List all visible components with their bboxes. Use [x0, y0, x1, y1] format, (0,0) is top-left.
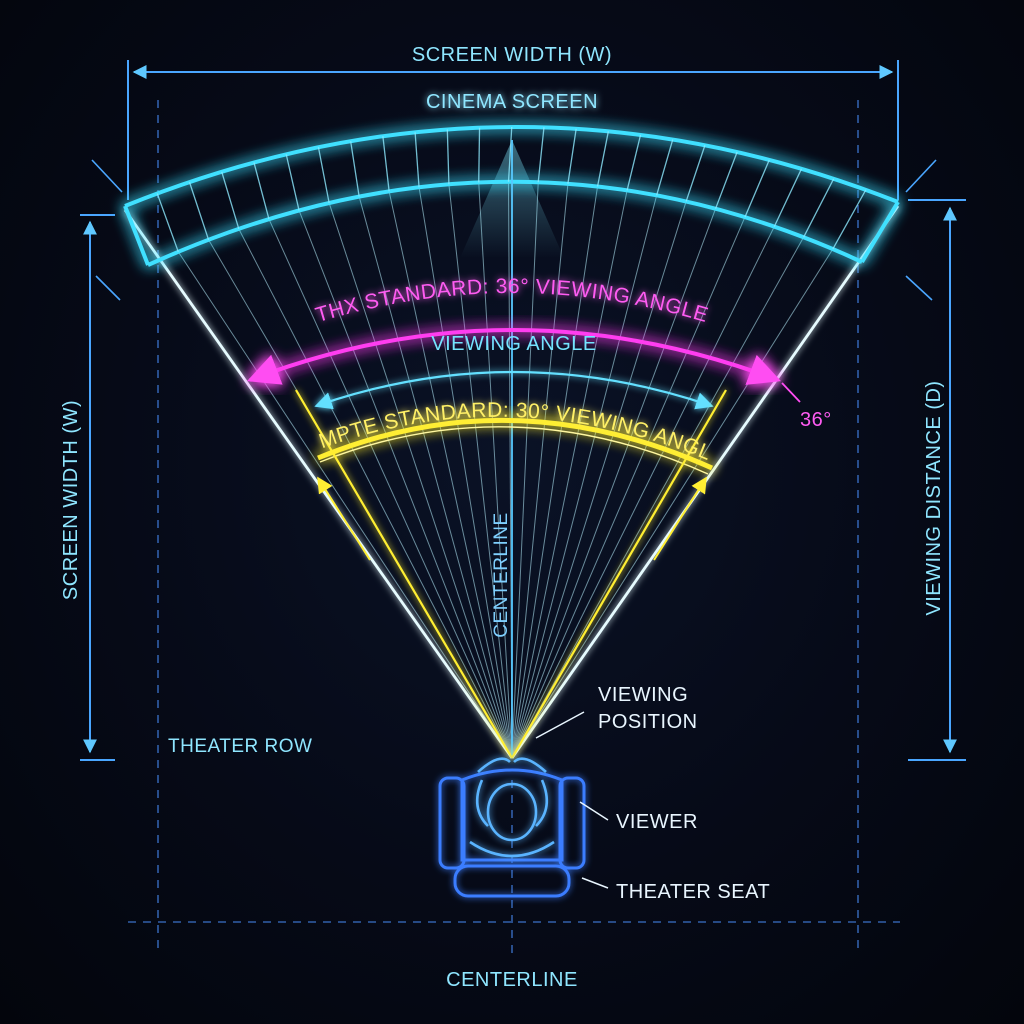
screen-rib — [685, 145, 706, 202]
theater-seat-label: THEATER SEAT — [616, 881, 770, 903]
smpte-cone-lines — [295, 389, 727, 759]
angle-36-leader — [781, 382, 801, 403]
fan-ray — [478, 182, 513, 759]
screen-rib — [156, 193, 179, 253]
screen-rib — [382, 136, 390, 192]
fan-ray — [511, 201, 687, 759]
screen-rib — [478, 127, 481, 183]
screen-rib — [317, 147, 330, 204]
fan-ray — [358, 196, 513, 759]
fan-ray — [328, 202, 513, 759]
screen-width-top-label: SCREEN WIDTH (W) — [412, 44, 612, 66]
screen-rib — [414, 132, 420, 188]
corner-ticks — [91, 159, 937, 301]
fan-ray — [418, 187, 513, 759]
screen-rib — [656, 139, 674, 196]
angle-36-label: 36° — [800, 409, 832, 431]
dashed-guides — [128, 100, 900, 955]
fan-ray — [177, 251, 513, 759]
smpte-angle-band-inner — [319, 426, 709, 475]
screen-rib — [507, 126, 513, 182]
smpte-standard-label: SMPTE STANDARD: 30° VIEWING ANGLE — [0, 0, 715, 465]
fan-ray — [511, 226, 775, 759]
screen-rib — [626, 134, 642, 191]
viewing-angle-label: VIEWING ANGLE — [431, 333, 596, 355]
screen-rib — [446, 129, 450, 185]
fan-ray — [511, 237, 805, 759]
fan-ray — [511, 190, 628, 759]
fan-ray — [238, 228, 513, 759]
fan-ray — [511, 208, 717, 759]
smpte-angle-band — [317, 417, 714, 471]
viewing-position-label-line1: VIEWING — [598, 684, 688, 706]
theater-seat — [438, 768, 586, 898]
screen-width-top-dimension — [127, 60, 899, 200]
screen-rib — [221, 171, 240, 230]
screen-rib — [537, 127, 545, 183]
centerline-bottom-label: CENTERLINE — [446, 969, 578, 991]
viewing-distance-label: VIEWING DISTANCE (D) — [923, 380, 945, 615]
viewing-distance-right-dimension — [908, 199, 966, 761]
screen-panel-ribs — [156, 126, 867, 253]
fan-ray — [511, 186, 599, 759]
screen-rib — [744, 159, 770, 218]
smpte-cone-arrows — [317, 476, 707, 561]
screen-rib — [350, 141, 360, 197]
fan-ray — [511, 216, 746, 759]
screen-rib — [285, 154, 300, 211]
cinema-screen-label: CINEMA SCREEN — [426, 91, 598, 113]
screen-rib — [714, 151, 738, 209]
fan-ray — [298, 210, 513, 759]
thx-angle-arc — [247, 328, 781, 385]
viewer — [469, 757, 555, 858]
label-leaders — [535, 711, 609, 889]
screen-rib — [773, 168, 803, 227]
screen-rib — [188, 181, 210, 240]
screen-rib — [832, 189, 867, 250]
fan-ray — [448, 184, 513, 759]
viewer-label: VIEWER — [616, 811, 698, 833]
fan-ray — [511, 183, 569, 759]
fan-ray — [511, 248, 834, 759]
fan-ray — [511, 195, 658, 759]
centerline-vertical-label: CENTERLINE — [491, 512, 512, 637]
fan-ray — [511, 182, 539, 759]
viewing-angle-arc — [314, 370, 714, 410]
screen-rib — [567, 128, 577, 184]
fan-ray — [268, 218, 513, 759]
screen-rib — [802, 178, 835, 238]
fan-rays — [177, 181, 834, 759]
viewing-position-label-line2: POSITION — [598, 711, 698, 733]
screen-rib — [596, 131, 609, 187]
screen-width-left-dimension — [80, 214, 115, 761]
screen-width-left-label: SCREEN WIDTH (W) — [60, 400, 82, 600]
screen-rib — [253, 162, 270, 220]
theater-row-label: THEATER ROW — [168, 736, 312, 757]
fan-ray — [388, 191, 513, 759]
